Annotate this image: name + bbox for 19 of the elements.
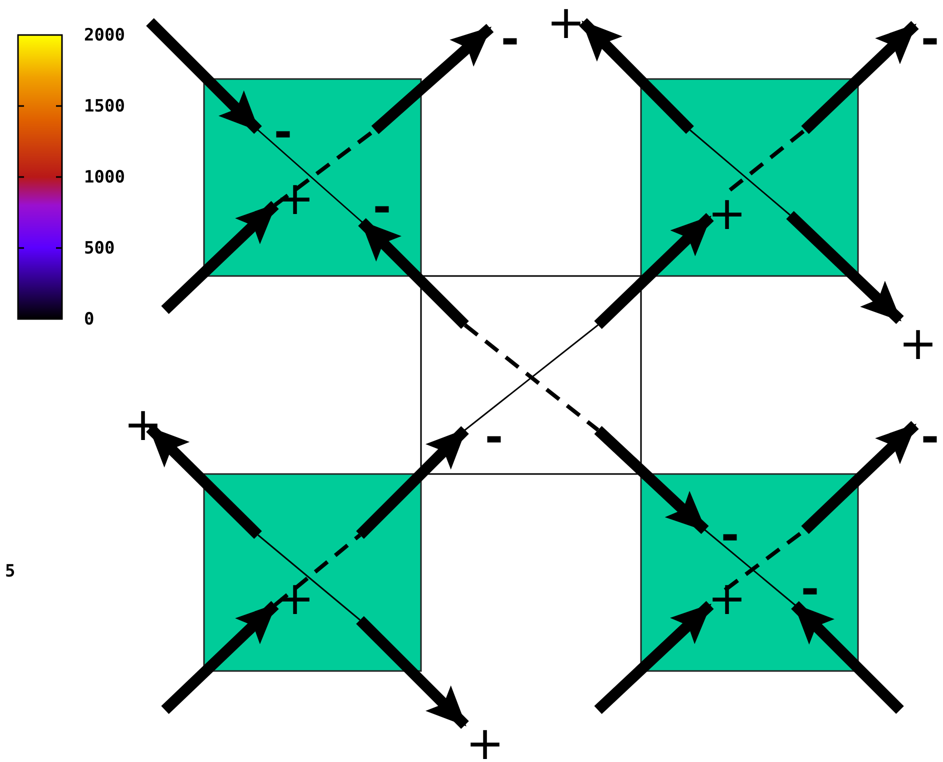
polarity-sign: - xyxy=(920,416,940,460)
polarity-sign: + xyxy=(898,320,938,366)
tick-label: 5 xyxy=(5,564,16,580)
polarity-sign: - xyxy=(274,111,292,155)
tick-label: 1500 xyxy=(84,98,125,116)
tick-label: 1000 xyxy=(84,170,125,186)
polarity-sign: - xyxy=(800,568,820,612)
polarity-sign: - xyxy=(920,18,940,62)
polarity-sign: + xyxy=(546,0,586,45)
tick-label: 0 xyxy=(84,312,94,328)
polarity-sign: - xyxy=(720,514,740,558)
polarity-sign: + xyxy=(124,401,162,447)
polarity-sign: - xyxy=(372,186,392,230)
polarity-sign: - xyxy=(500,18,520,62)
tick-label: 2000 xyxy=(84,28,125,44)
polarity-sign: - xyxy=(484,416,504,460)
tick-label: 500 xyxy=(84,240,115,258)
polarity-sign: + xyxy=(466,720,504,762)
polarity-sign: + xyxy=(708,190,746,236)
